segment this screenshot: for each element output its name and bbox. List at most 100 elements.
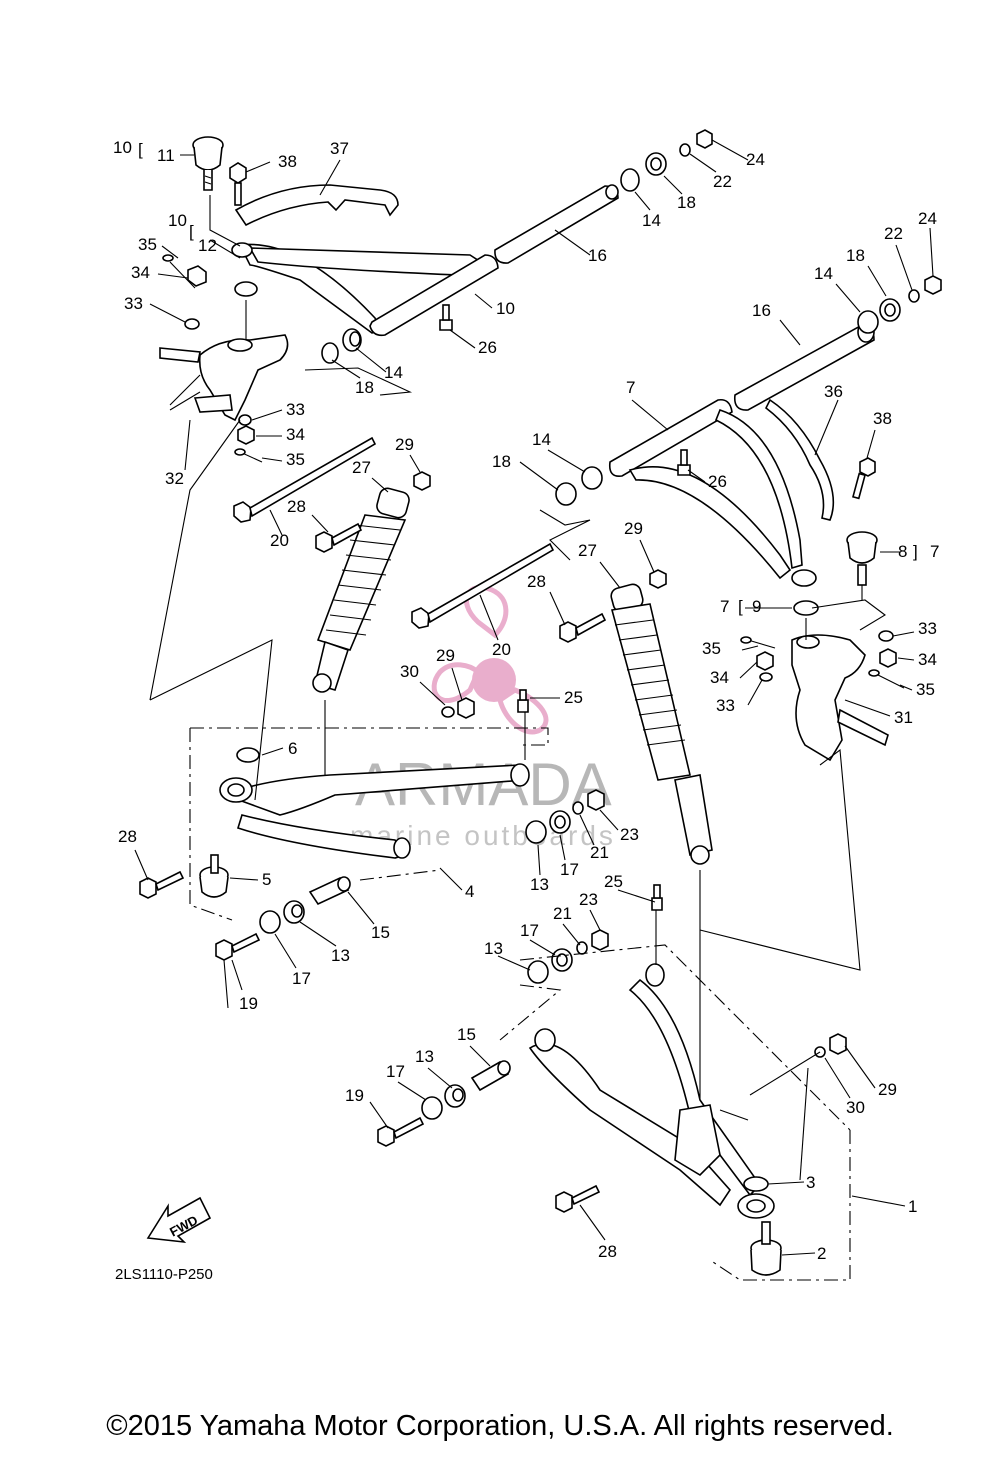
grease-nipple-26-b [677, 449, 691, 476]
callout-29: 29 [878, 1080, 897, 1099]
callout-29: 29 [624, 519, 643, 538]
bolt-38-right [852, 457, 876, 500]
callout-11: 11 [157, 146, 175, 165]
callout-14: 14 [642, 211, 661, 230]
callout-7: 7 [626, 378, 635, 397]
callout-6: 6 [288, 739, 297, 758]
upper-arm-left-assembly [192, 129, 713, 364]
exploded-view-drawing: ARMADA marine outboards [113, 129, 942, 1283]
callout-27: 27 [352, 458, 371, 477]
callout-29: 29 [395, 435, 414, 454]
bolt-28-b [559, 612, 607, 643]
shock-mount-bracket [674, 1104, 721, 1177]
callout-26: 26 [478, 338, 497, 357]
callout-leaders [134, 139, 934, 1256]
callout-35: 35 [138, 235, 157, 254]
callout-34: 34 [131, 263, 150, 282]
callout-34: 34 [918, 650, 937, 669]
callout-13: 13 [484, 939, 503, 958]
lower-arm-1 [528, 1043, 732, 1207]
callout-13: 13 [331, 946, 350, 965]
nut-29-d [829, 1033, 847, 1055]
callout-13: 13 [415, 1047, 434, 1066]
propeller-hub [472, 658, 516, 702]
callout-9: 9 [752, 597, 761, 616]
upper-arm-10-cross-tube [369, 254, 499, 337]
callout-33: 33 [124, 294, 143, 313]
nut-23-b [591, 929, 609, 951]
callout-37: 37 [330, 139, 349, 158]
callout-28: 28 [118, 827, 137, 846]
bolt-28-d [555, 1184, 601, 1213]
callout-20: 20 [270, 531, 289, 550]
propeller-blade-right [497, 687, 549, 735]
bolt-28-c [139, 870, 185, 899]
callout-10: 10 [168, 211, 187, 230]
callout-1: 1 [908, 1197, 917, 1216]
washer-21-a [572, 801, 584, 815]
circlip-6 [236, 747, 260, 763]
callout-20: 20 [492, 640, 511, 659]
grease-nipple-25-a [517, 689, 529, 713]
callout-22: 22 [713, 172, 732, 191]
callout-bracket: ] [913, 542, 918, 561]
collar-15-b [470, 1060, 511, 1092]
nut-29-b [649, 569, 667, 589]
callout-33: 33 [716, 696, 735, 715]
nut-24-a [696, 129, 713, 149]
cotter-pin-35-b [234, 448, 263, 463]
grease-nipple-26-a [439, 304, 453, 331]
drawing-code: 2LS1110-P250 [115, 1266, 213, 1283]
shock-absorber-27-right [610, 583, 713, 865]
bolt-38-upper [229, 162, 247, 206]
callout-35: 35 [916, 680, 935, 699]
callout-36: 36 [824, 382, 843, 401]
propeller-blade-top [464, 584, 509, 639]
callout-34: 34 [286, 425, 305, 444]
nut-24-b [924, 275, 942, 295]
callout-bracket: [ [138, 140, 143, 159]
copyright-notice: ©2015 Yamaha Motor Corporation, U.S.A. A… [106, 1410, 894, 1442]
callout-24: 24 [918, 209, 937, 228]
callout-15: 15 [371, 923, 390, 942]
upper-arm-7-rear-tube [714, 409, 803, 570]
callout-13: 13 [530, 875, 549, 894]
bush-13-c [527, 960, 549, 984]
washer-17-a [549, 810, 571, 834]
lower-arm-left-assembly [139, 747, 605, 961]
hardware-shock [233, 436, 667, 719]
callout-26: 26 [708, 472, 727, 491]
circlip-12 [234, 281, 258, 297]
ball-joint-5 [199, 854, 229, 898]
callout-24: 24 [746, 150, 765, 169]
washer-33-b [238, 414, 252, 426]
callout-33: 33 [286, 400, 305, 419]
callout-35: 35 [702, 639, 721, 658]
upper-arm-7 [608, 398, 733, 478]
callout-5: 5 [262, 870, 271, 889]
callout-18: 18 [355, 378, 374, 397]
callout-7: 7 [720, 597, 729, 616]
upper-arm-right-assembly [555, 275, 942, 616]
long-bolt-20-a [233, 436, 377, 523]
callout-30: 30 [846, 1098, 865, 1117]
callout-31: 31 [894, 708, 913, 727]
callout-7: 7 [930, 542, 939, 561]
callout-18: 18 [677, 193, 696, 212]
callout-10: 10 [113, 138, 132, 157]
lower-arm-right-assembly [377, 884, 847, 1276]
bush-14-c [857, 310, 879, 334]
propeller-logo [431, 584, 549, 735]
washer-33-d [878, 630, 894, 642]
callout-38: 38 [873, 409, 892, 428]
bush-14-a [342, 328, 362, 352]
nut-23-a [587, 789, 605, 811]
bolt-28-a [315, 522, 363, 553]
nut-29-a [413, 471, 431, 491]
bolt-19-a [215, 932, 261, 961]
callout-32: 32 [165, 469, 184, 488]
callout-21: 21 [590, 843, 609, 862]
washer-17-b [259, 910, 281, 934]
callout-17: 17 [386, 1062, 405, 1081]
callout-17: 17 [560, 860, 579, 879]
